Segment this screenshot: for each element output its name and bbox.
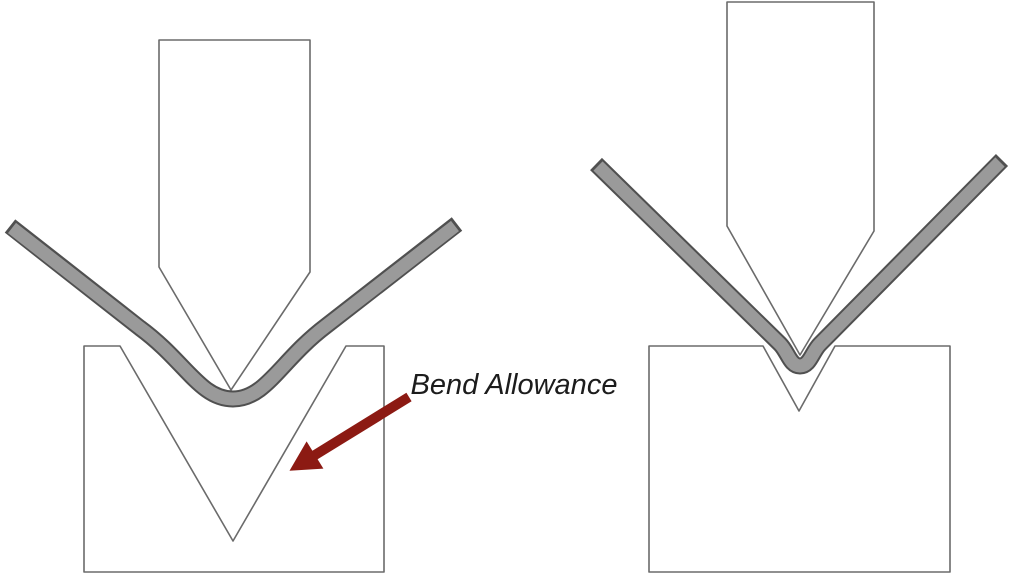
bend-allowance-annotation: Bend Allowance	[289, 369, 618, 471]
left-bending-figure	[4, 39, 463, 573]
bend-allowance-label: Bend Allowance	[411, 369, 618, 401]
left-punch	[158, 39, 311, 391]
bend-allowance-arrow-icon	[289, 392, 412, 471]
right-sheet-metal	[593, 157, 1005, 373]
right-punch	[726, 1, 875, 356]
left-sheet-metal	[7, 220, 459, 406]
right-bending-figure	[590, 1, 1009, 573]
right-v-die	[648, 345, 951, 573]
left-v-die	[83, 345, 385, 573]
